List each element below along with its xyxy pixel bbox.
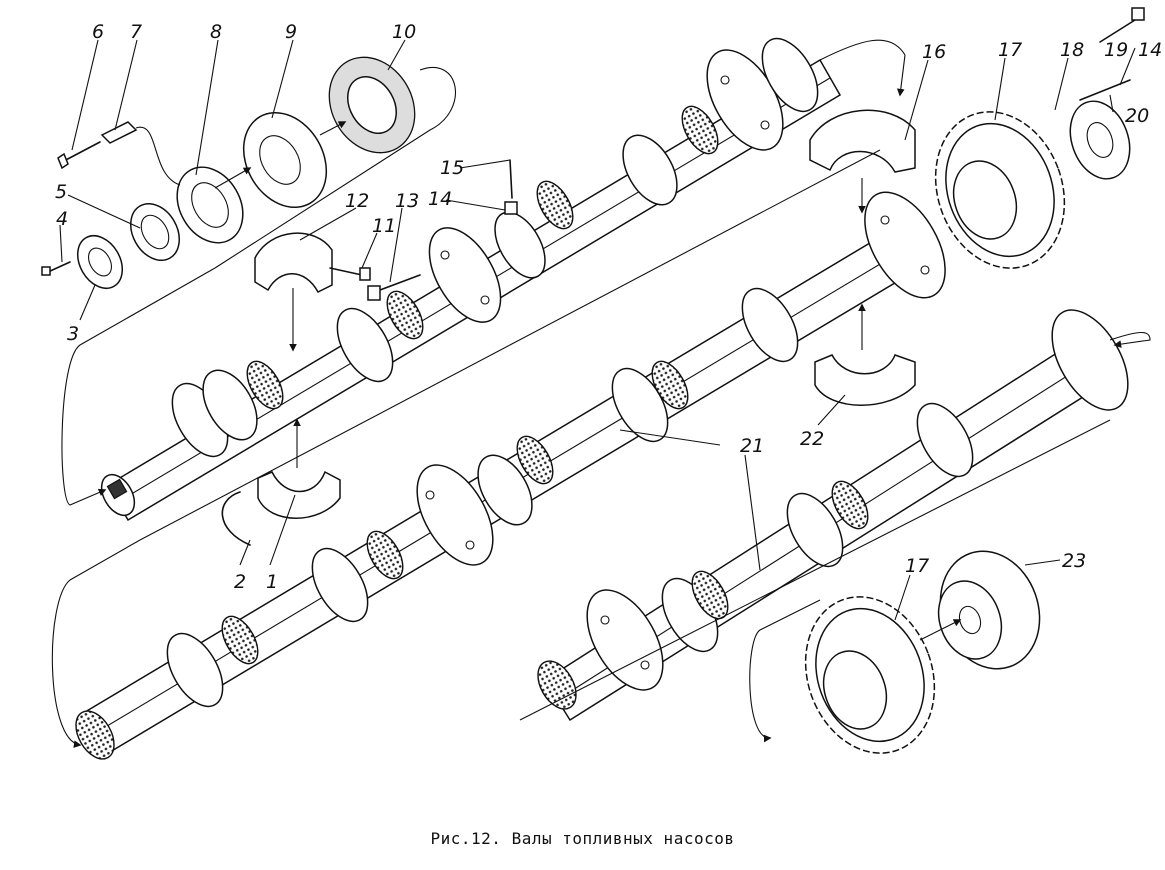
- upper-left-parts: [41, 56, 456, 289]
- ring-8: [176, 166, 244, 244]
- right-shaft-cams: [661, 402, 974, 653]
- callout-4: 4: [56, 208, 68, 230]
- flange-9: [242, 111, 328, 209]
- nut-3: [76, 235, 124, 289]
- bolt-11: [329, 267, 371, 281]
- right-shaft-couplings: [691, 480, 869, 620]
- callout-3: 3: [67, 323, 79, 345]
- bearing-shell-1: [257, 470, 341, 519]
- upper-shaft-cams: [171, 134, 678, 458]
- callout-11: 11: [372, 215, 396, 237]
- callout-8: 8: [210, 21, 222, 43]
- flange-18-20: [1069, 79, 1131, 180]
- callout-10: 10: [392, 21, 416, 43]
- nut-14: [504, 201, 518, 215]
- upper-shaft-couplings: [246, 105, 719, 410]
- upper-shaft-flanges: [428, 37, 819, 323]
- bolt-19: [1099, 7, 1145, 43]
- coupling-23: [937, 550, 1041, 670]
- callout-13: 13: [395, 190, 419, 212]
- bearing-shell-12: [254, 232, 333, 293]
- right-camshaft: [537, 309, 1129, 722]
- bolt-6: [57, 141, 101, 170]
- callout-19: 19: [1104, 39, 1128, 61]
- screw-4: [41, 261, 71, 276]
- bearing-shell-16: [809, 109, 916, 173]
- leader-lines: [59, 39, 1136, 621]
- ring-5: [130, 203, 180, 261]
- callout-12: 12: [345, 190, 369, 212]
- callout-9: 9: [285, 21, 297, 43]
- assembly-arrows: [51, 39, 1151, 748]
- lower-gear-17: [804, 596, 936, 754]
- upper-gear-17: [934, 111, 1066, 269]
- callout-17-upper: 17: [998, 39, 1022, 61]
- callout-5: 5: [55, 181, 67, 203]
- lower-shaft-cams: [166, 287, 799, 708]
- upper-camshaft: [100, 37, 842, 522]
- figure-caption: Рис.12. Валы топливных насосов: [430, 829, 735, 848]
- callout-18: 18: [1060, 39, 1084, 61]
- callout-7: 7: [130, 21, 142, 43]
- callout-6: 6: [92, 21, 104, 43]
- right-shaft-flanges: [586, 309, 1129, 691]
- callout-21: 21: [740, 435, 764, 457]
- bearing-shell-22: [814, 354, 916, 406]
- callout-14-right: 14: [1138, 39, 1162, 61]
- bearing-shells: [221, 109, 916, 546]
- callout-23: 23: [1062, 550, 1086, 572]
- callout-20: 20: [1125, 105, 1149, 127]
- callout-14-mid: 14: [428, 188, 452, 210]
- lower-shaft-flanges: [416, 191, 946, 566]
- pin-15: [509, 159, 513, 199]
- callout-22: 22: [800, 428, 824, 450]
- callout-16: 16: [922, 41, 946, 63]
- callout-15: 15: [440, 157, 464, 179]
- lower-shaft-couplings: [221, 360, 689, 665]
- callout-1: 1: [266, 571, 278, 593]
- bolt-13: [367, 274, 421, 301]
- callout-2: 2: [234, 571, 246, 593]
- lower-camshaft: [75, 191, 946, 760]
- callout-labels: 6 7 8 9 10 5 4 3 12 13 11 15 14 16 17 18…: [55, 21, 1162, 593]
- lock-plate-7: [100, 121, 138, 144]
- callout-17-lower: 17: [905, 555, 929, 577]
- snap-ring-2: [221, 491, 251, 546]
